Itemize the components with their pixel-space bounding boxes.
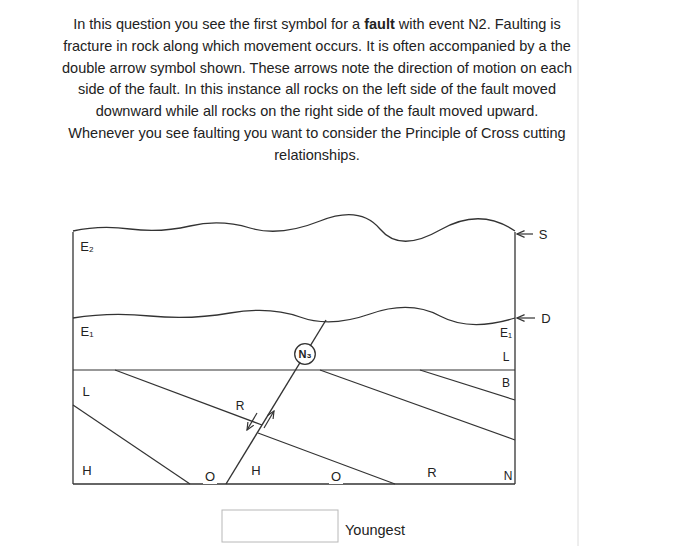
unit-label: H bbox=[249, 463, 262, 478]
unit-label: O bbox=[203, 469, 217, 484]
panel-edge bbox=[578, 0, 579, 546]
unconformity-line bbox=[73, 307, 515, 324]
unit-label: O bbox=[329, 469, 343, 484]
pointer-label: S bbox=[539, 228, 548, 241]
unit-label: B bbox=[500, 376, 512, 390]
surface-line bbox=[73, 215, 515, 242]
unit-label: N bbox=[502, 469, 515, 483]
unit-label: E₁ bbox=[80, 325, 93, 338]
question-text: with event N2. Faulting is fracture in r… bbox=[62, 16, 572, 163]
unit-label: L bbox=[501, 350, 512, 364]
fault-line bbox=[226, 320, 326, 484]
answer-box bbox=[222, 510, 338, 542]
unit-label: L bbox=[82, 385, 89, 398]
pointer-arrow bbox=[517, 317, 535, 318]
unit-label: H bbox=[82, 464, 91, 477]
bold-term: fault bbox=[364, 16, 395, 32]
unit-label: E₂ bbox=[80, 240, 94, 253]
unit-label: R bbox=[234, 399, 247, 413]
unit-label: R bbox=[425, 465, 438, 480]
event-circle: N₃ bbox=[294, 343, 316, 365]
pointer-arrow bbox=[517, 233, 533, 234]
answer-caption: Youngest bbox=[345, 523, 405, 538]
section-frame bbox=[73, 232, 515, 484]
pointer-label: D bbox=[541, 312, 550, 325]
unit-label: E₁ bbox=[498, 326, 514, 340]
question-text: In this question you see the first symbo… bbox=[62, 14, 572, 167]
event-label: N₃ bbox=[298, 349, 311, 360]
question-text: In this question you see the first symbo… bbox=[73, 16, 360, 32]
contact-line bbox=[73, 369, 515, 370]
bed-lines bbox=[73, 370, 515, 484]
